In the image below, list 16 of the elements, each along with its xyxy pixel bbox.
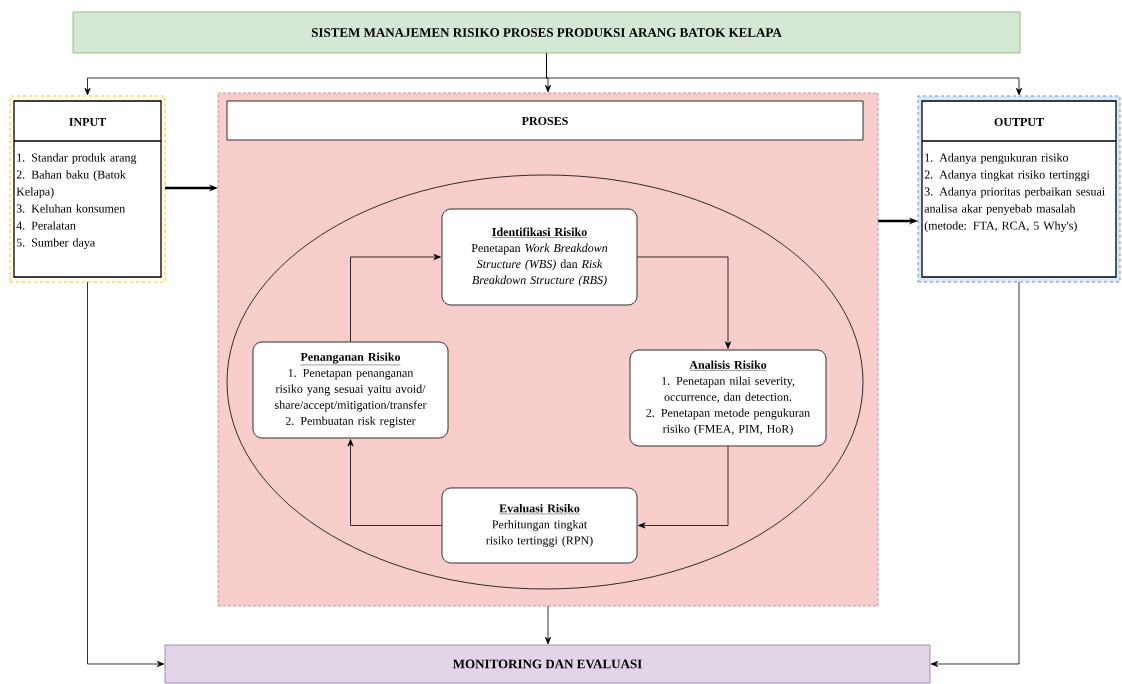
monitoring-box: MONITORING DAN EVALUASI (164, 644, 931, 684)
process-box: Analisis Risiko 1. Penetapan nilai severity, occurrence, dan detection. 2. Penetapan metode pengukuran risiko (FMEA, PIM, HoR) (629, 349, 827, 447)
arrow (637, 256, 731, 349)
arrow (638, 446, 729, 529)
title-box: SISTEM MANAJEMEN RISIKO PROSES PRODUKSI ARANG BATOK KELAPA (72, 11, 1021, 54)
process-box: Evaluasi Risiko Perhitungan tingkat risiko tertinggi (RPN) (441, 487, 638, 564)
arrow (930, 281, 1020, 667)
arrow (546, 53, 1022, 96)
process-box: Identifikasi Risiko Penetapan Work Breakdown Structure (WBS) dan Risk Breakdown Structure (RBS) (441, 208, 638, 306)
arrow (87, 281, 165, 667)
output-panel: OUTPUT 1. Adanya pengukuran risiko 2. Adanya tingkat risiko tertinggi 3. Adanya prioritas perbaikan sesuai analisa akar penyebab masalah (metode: FTA, RCA, 5 Why's) (917, 95, 1121, 283)
arrow (545, 605, 551, 645)
arrow (350, 254, 441, 342)
process-box: Penanganan Risiko 1. Penetapan penanganan risiko yang sesuai yaitu avoid/ share/accept/mitigation/transfer 2. Pembuatan risk register (252, 341, 449, 439)
input-panel: INPUT 1. Standar produk arang 2. Bahan baku (Batok Kelapa) 3. Keluhan konsumen 4. Peralatan 5. Sumber daya (9, 95, 166, 283)
arrow (347, 439, 442, 526)
